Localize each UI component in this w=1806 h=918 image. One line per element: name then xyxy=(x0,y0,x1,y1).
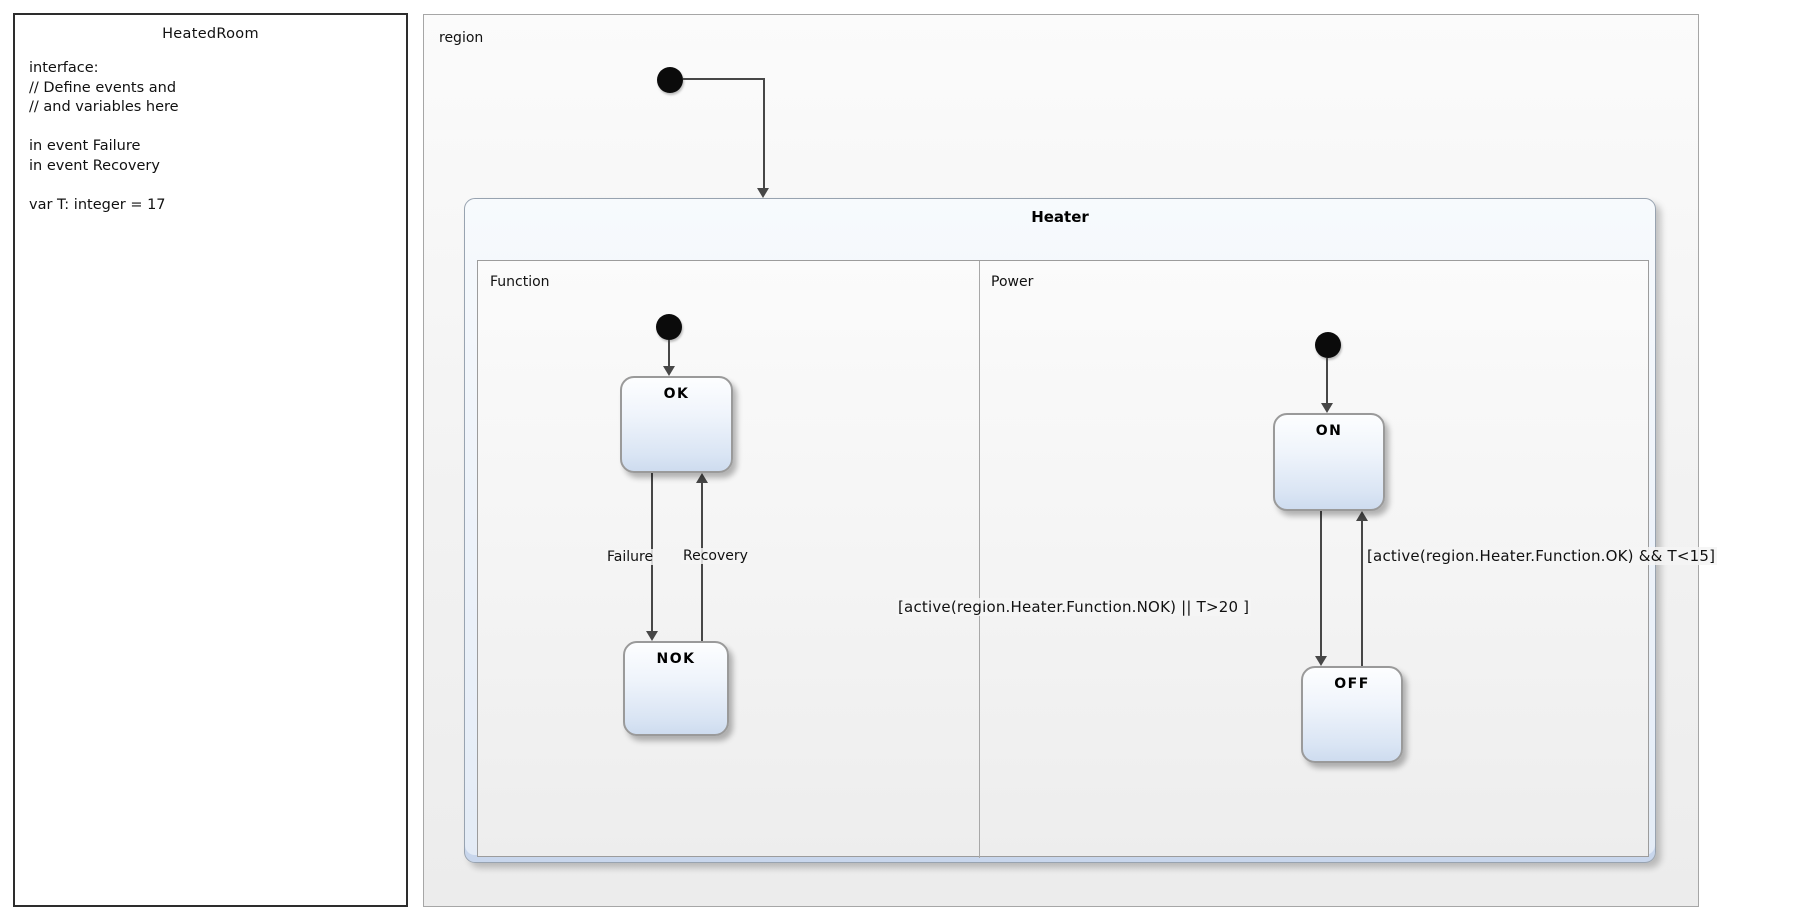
function-region-label: Function xyxy=(490,274,550,290)
declaration-line xyxy=(29,176,400,196)
state-ok[interactable]: OK xyxy=(620,376,733,473)
function-initial-dot[interactable] xyxy=(656,314,682,340)
declaration-line: interface: xyxy=(29,60,99,76)
function-initial-transition-line[interactable] xyxy=(668,340,670,367)
state-on[interactable]: ON xyxy=(1273,413,1385,511)
initial-transition-hline[interactable] xyxy=(683,78,765,80)
transition-failure-label[interactable]: Failure xyxy=(605,549,656,565)
state-nok-label: NOK xyxy=(656,651,696,667)
declaration-line xyxy=(29,118,400,138)
transition-on-off-arrowhead xyxy=(1315,656,1327,666)
transition-off-on-guard-label[interactable]: [active(region.Heater.Function.OK) && T<… xyxy=(1365,547,1718,565)
declaration-line: var T: integer = 17 xyxy=(29,196,166,213)
power-region-label: Power xyxy=(991,274,1034,290)
region-label: region xyxy=(439,30,484,46)
declaration-line: // Define events and xyxy=(29,79,177,96)
declaration-line: // and variables here xyxy=(29,99,179,115)
initial-transition-vline[interactable] xyxy=(763,79,765,189)
power-initial-dot[interactable] xyxy=(1315,332,1341,358)
transition-off-on-line[interactable] xyxy=(1361,520,1363,666)
transition-off-on-arrowhead xyxy=(1356,511,1368,521)
function-initial-arrowhead xyxy=(663,366,675,376)
power-initial-arrowhead xyxy=(1321,403,1333,413)
power-initial-transition-line[interactable] xyxy=(1326,358,1328,404)
statechart-name: HeatedRoom xyxy=(162,26,259,42)
declaration-panel[interactable]: HeatedRoom interface: // Define events a… xyxy=(13,13,408,907)
declaration-line: in event Failure xyxy=(29,138,141,154)
initial-transition-arrowhead xyxy=(757,188,769,198)
transition-failure-arrowhead xyxy=(646,631,658,641)
declaration-text: interface: // Define events and // and v… xyxy=(29,59,400,215)
state-off-label: OFF xyxy=(1334,676,1370,692)
region-canvas[interactable]: region Heater Function OK Failure Recove… xyxy=(423,14,1718,907)
declaration-line: in event Recovery xyxy=(29,157,160,174)
state-heater-title: Heater xyxy=(1031,208,1089,226)
state-heater[interactable]: Heater Function OK Failure Recovery NOK xyxy=(464,198,1718,863)
initial-state-dot[interactable] xyxy=(657,67,683,93)
heater-regions-compartment: Function OK Failure Recovery NOK Power xyxy=(477,260,1718,858)
transition-on-off-guard-label[interactable]: [active(region.Heater.Function.NOK) || T… xyxy=(896,598,1252,616)
transition-recovery-arrowhead xyxy=(696,473,708,483)
state-ok-label: OK xyxy=(663,386,690,402)
region-divider xyxy=(979,261,980,858)
state-off[interactable]: OFF xyxy=(1301,666,1403,763)
transition-on-off-line[interactable] xyxy=(1320,511,1322,656)
state-on-label: ON xyxy=(1315,423,1343,439)
transition-recovery-label[interactable]: Recovery xyxy=(681,548,750,564)
state-nok[interactable]: NOK xyxy=(623,641,729,736)
